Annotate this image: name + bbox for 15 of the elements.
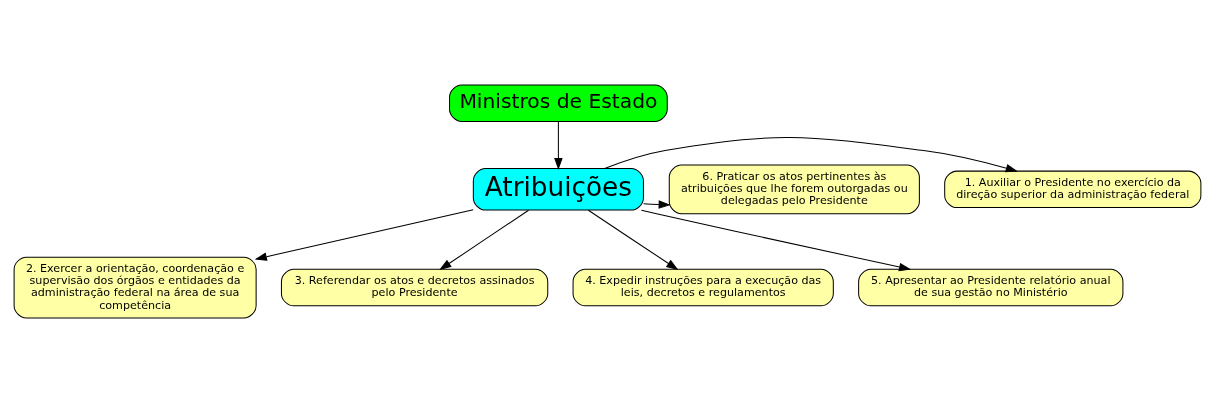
- node-box: 6. Praticar os atos pertinentes às atribuições que lhe forem outorgadas ou delegadas pelo Presidente: [668, 164, 920, 214]
- arrow: [604, 136, 1018, 172]
- arrow: [439, 209, 530, 270]
- arrow: [554, 120, 563, 170]
- node-box: Atribuições: [472, 167, 644, 211]
- arrow: [643, 199, 671, 209]
- node-box: Ministros de Estado: [449, 84, 668, 122]
- node-box: 2. Exercer a orientação, coordenação e supervisão dos órgãos e entidades da administração federal na área de sua competência: [13, 256, 257, 318]
- node-box: 3. Referendar os atos e decretos assinados pelo Presidente: [280, 268, 549, 306]
- arrow: [254, 208, 474, 261]
- node-box: 1. Auxiliar o Presidente no exercício da direção superior da administração federal: [944, 170, 1202, 208]
- node-box: 4. Expedir instruções para a execução das leis, decretos e regulamentos: [572, 268, 834, 306]
- arrow: [640, 209, 912, 271]
- node-box: 5. Apresentar ao Presidente relatório anual de sua gestão no Ministério: [858, 268, 1124, 306]
- arrow: [587, 209, 679, 270]
